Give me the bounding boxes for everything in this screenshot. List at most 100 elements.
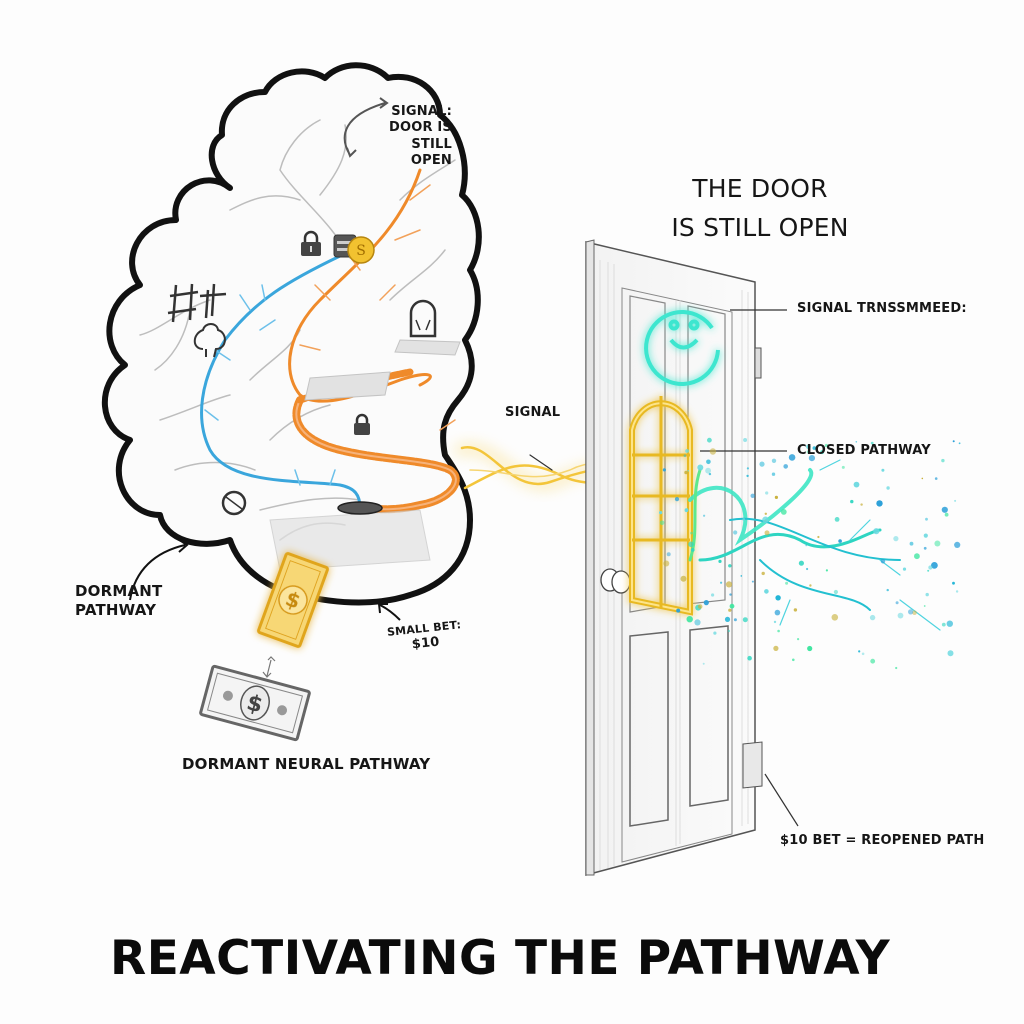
splash-dot <box>908 609 914 615</box>
splash-dot <box>886 486 890 490</box>
splash-dot <box>727 629 731 633</box>
closed-pathway-label: CLOSED PATHWAY <box>797 443 931 458</box>
splash-dots <box>659 437 961 670</box>
splash-dot <box>747 655 752 661</box>
splash-dot <box>773 620 777 624</box>
splash-dot <box>771 472 776 476</box>
splash-dot <box>855 441 858 443</box>
splash-dot <box>785 581 789 585</box>
splash-dot <box>718 559 722 564</box>
small-bet-arrow <box>377 603 401 621</box>
splash-dot <box>709 448 717 455</box>
splash-dot <box>925 517 928 521</box>
splash-dot <box>860 503 863 506</box>
splash-dot <box>740 575 743 577</box>
splash-dot <box>733 550 736 553</box>
splash-dot <box>746 474 749 478</box>
splash-dot <box>725 581 733 588</box>
splash-dot <box>831 614 839 621</box>
splash-dot <box>873 528 880 535</box>
splash-dot <box>733 618 737 622</box>
door-edge <box>585 239 595 876</box>
bet-connector <box>764 773 799 827</box>
splash-dot <box>729 603 735 609</box>
splash-dot <box>759 461 765 467</box>
splash-dot <box>761 571 765 576</box>
splash-dot <box>771 458 777 463</box>
splash-dot <box>944 512 949 517</box>
splash-dot <box>697 464 704 471</box>
golden-arched-window <box>629 396 693 616</box>
brain: S <box>101 62 482 621</box>
splash-dot <box>694 619 701 626</box>
splash-dot <box>824 443 829 448</box>
splash-dot <box>817 535 820 539</box>
splash-dot <box>684 470 688 475</box>
splash-dot <box>809 584 812 587</box>
splash-dot <box>750 493 755 498</box>
splash-dot <box>780 509 787 515</box>
splash-dot <box>805 544 807 547</box>
barbed-fence-icon <box>167 283 227 323</box>
splash-dot <box>684 508 689 513</box>
splash-dot <box>683 454 687 458</box>
gold-dollar-bill: $ <box>257 552 329 648</box>
splash-dot <box>697 604 703 609</box>
splash-dot <box>688 541 694 548</box>
splash-dot <box>764 512 767 515</box>
splash-dot <box>705 467 711 474</box>
splash-dot <box>729 593 732 596</box>
splash-dot <box>931 562 938 569</box>
splash-dot <box>751 580 754 583</box>
splash-dot <box>880 559 886 564</box>
splash-dot <box>925 592 929 597</box>
splash-dot <box>686 616 693 623</box>
splash-dot <box>687 470 689 472</box>
splash-dot <box>792 658 795 662</box>
splash-dot <box>886 588 889 592</box>
signal-label: SIGNAL <box>505 405 561 420</box>
door-hinge-bottom <box>742 741 763 789</box>
dormant-pathway-arrow <box>129 538 189 601</box>
door-heading: THE DOOR IS STILL OPEN <box>671 174 849 242</box>
door-slab <box>585 241 756 876</box>
splash-dot <box>663 560 670 567</box>
door-panel-lower-right <box>689 625 729 807</box>
splash-dot <box>708 472 712 476</box>
splash-dot <box>666 552 671 557</box>
splash-dot <box>746 467 750 470</box>
splash-dot <box>914 553 920 560</box>
splash-dot <box>676 608 681 613</box>
splash-dot <box>941 506 948 513</box>
splash-dot <box>765 491 769 495</box>
splash-dot <box>806 444 811 450</box>
splash-dot <box>724 616 731 623</box>
splash-dot <box>912 610 917 615</box>
splash-dot <box>927 569 930 572</box>
splash-dot <box>825 569 829 572</box>
splash-dot <box>702 662 705 665</box>
splash-dot <box>850 499 854 504</box>
splash-dot <box>806 450 810 454</box>
splash-dot <box>733 530 738 535</box>
svg-text:S: S <box>356 243 366 259</box>
splash-dot <box>952 440 955 443</box>
splash-dot <box>952 581 955 585</box>
door-panel-lower-left <box>629 631 669 827</box>
splash-dot <box>870 441 874 445</box>
splash-dot <box>788 454 796 461</box>
no-entry-icon <box>221 490 247 516</box>
splash-dot <box>806 567 809 571</box>
arch-door-icon <box>409 299 437 338</box>
splash-dot <box>764 530 770 536</box>
splash-dot <box>909 541 914 546</box>
stone-steps <box>269 339 461 571</box>
dollar-sign: $ <box>244 690 265 718</box>
splash-dot <box>762 516 769 524</box>
splash-dot <box>928 565 933 570</box>
splash-dot <box>893 536 899 542</box>
splash-dot <box>895 666 898 670</box>
splash-dot <box>774 609 781 616</box>
splash-dot <box>955 590 959 593</box>
splash-dot <box>954 499 957 502</box>
